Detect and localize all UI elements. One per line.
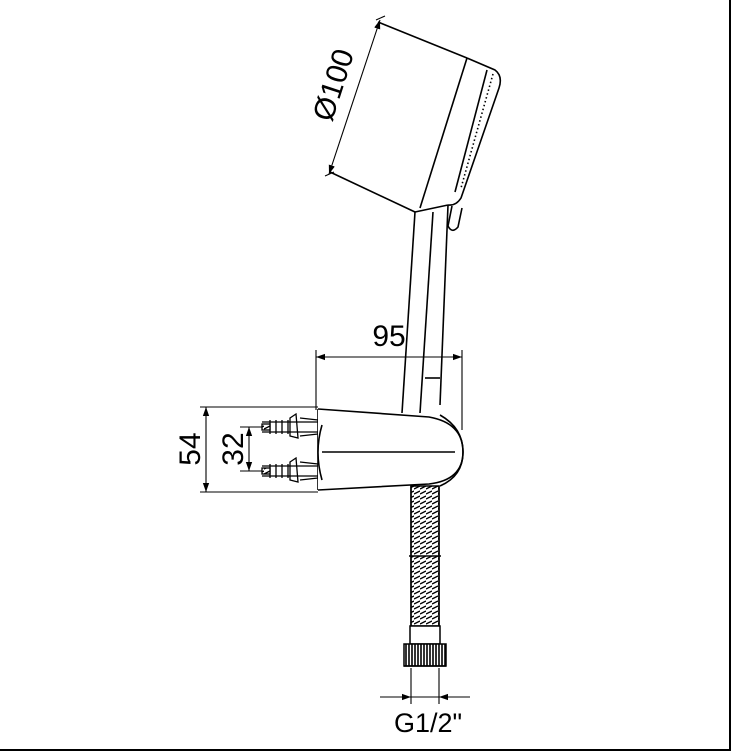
- dimension-holder-height: [200, 406, 318, 493]
- spray-plate: [454, 69, 488, 193]
- handle-neck: [414, 204, 449, 213]
- dimension-label-diameter: Ø100: [307, 45, 361, 125]
- dimension-head-diameter: [324, 15, 386, 177]
- wall-holder: [317, 408, 464, 491]
- dimension-label-thread: G1/2": [394, 708, 462, 738]
- holder-curve: [317, 424, 323, 481]
- holder-body: [317, 408, 464, 491]
- head-rim-line: [419, 57, 468, 209]
- spray-nozzles: [460, 73, 494, 189]
- fixing-screw-upper: [261, 412, 319, 439]
- dimension-label-projection: 95: [372, 320, 405, 353]
- drip-tip: [447, 205, 463, 232]
- fixing-screw-lower: [261, 456, 319, 483]
- dimension-projection: [315, 350, 463, 430]
- head-face: [447, 57, 502, 206]
- dimension-label-spacing: 32: [217, 432, 250, 465]
- holder-cup-arc: [439, 414, 464, 487]
- dimension-hose-thread: [380, 668, 470, 704]
- handle-left-edge: [401, 211, 416, 414]
- dimension-label-height: 54: [174, 432, 207, 465]
- head-bottom-edge: [329, 171, 416, 213]
- shower-hose: [403, 485, 447, 667]
- shower-head: [329, 21, 502, 414]
- dimension-fixing-spacing: [240, 426, 262, 472]
- handle-right-edge: [439, 204, 449, 406]
- handle-inner-edge: [419, 211, 434, 414]
- head-top-edge: [377, 21, 468, 59]
